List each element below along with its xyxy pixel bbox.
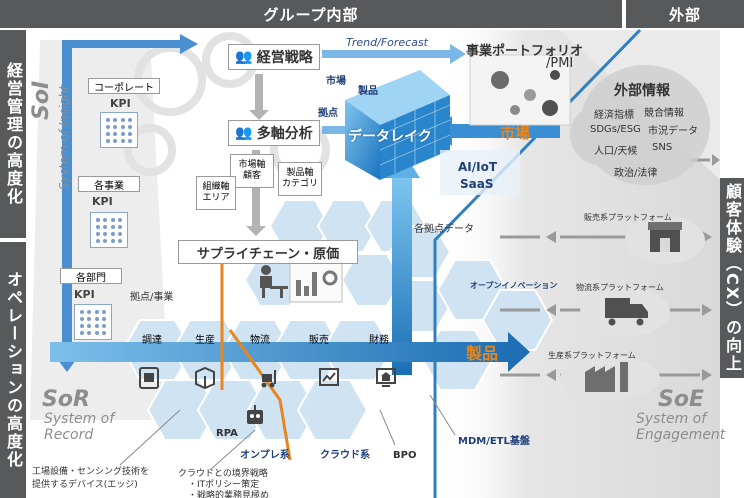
- label-cx: 顧客体験（CX）の向上: [720, 178, 744, 378]
- boundary-title: クラウドとの境界戦略: [178, 469, 268, 479]
- boundary-item2: ・戦略的業務見極め: [188, 491, 270, 498]
- kpi-label-business: KPI: [92, 195, 113, 208]
- orange-lines: [220, 262, 292, 461]
- ext-item-sns: SNS: [652, 142, 673, 153]
- people-icon: 👥: [235, 49, 253, 65]
- level-business: 各事業: [78, 176, 140, 192]
- factory-device-line2: 提供するデバイス(エッジ): [32, 480, 138, 490]
- soi-full: System of Insight: [57, 85, 71, 190]
- axis-market-label: 市場: [326, 76, 346, 87]
- mdm-etl-line: [433, 28, 642, 498]
- external-info-title: 外部情報: [614, 83, 670, 99]
- kpi-grid-business: [90, 212, 128, 248]
- market-arrow-label: 市場: [500, 124, 531, 142]
- trend-forecast-label: Trend/Forecast: [346, 36, 428, 49]
- header-external: 外部: [626, 0, 744, 28]
- ext-item-politics: 政治/法律: [614, 168, 658, 179]
- product-arrow-label: 製品: [466, 344, 499, 363]
- market-axis-card: 市場軸 顧客: [230, 154, 274, 188]
- process-procurement: 調達: [142, 334, 162, 346]
- boundary-item1: ・ITポリシー策定: [188, 480, 260, 490]
- sor-full-line1: System of: [44, 411, 115, 427]
- open-innovation-label: オープンイノベーション: [470, 281, 558, 290]
- kpi-grid-corporate: [100, 112, 138, 148]
- sor-abbr: SoR: [42, 387, 90, 412]
- product-axis-card: 製品軸 カテゴリ: [278, 162, 322, 196]
- dashboard-image: [289, 261, 343, 303]
- kpi-grid-department: [74, 304, 112, 340]
- axis-product-label: 製品: [358, 86, 378, 97]
- portfolio-line2: /PMI: [546, 56, 574, 71]
- ext-item-competitor: 競合情報: [644, 108, 684, 119]
- truck-illustration: [580, 287, 670, 337]
- platform-production: 生産系プラットフォーム: [548, 351, 636, 360]
- management-strategy-box: 👥 経営戦略: [228, 44, 320, 70]
- base-business-label: 拠点/事業: [130, 292, 174, 303]
- axis-base-label: 拠点: [318, 108, 338, 119]
- store-illustration: [625, 216, 705, 264]
- external-info-cloud: [570, 65, 710, 185]
- process-finance: 財務: [369, 334, 389, 346]
- saas-label: SaaS: [460, 177, 494, 191]
- level-department: 各部門: [60, 268, 122, 284]
- sales-chart-icon: [319, 368, 339, 386]
- label-operation: オペレーションの高度化: [0, 242, 26, 498]
- portfolio-line1: 事業ポートフォリオ: [466, 44, 584, 59]
- supply-chain-box: サプライチェーン・原価: [178, 240, 358, 264]
- ext-item-economy: 経済指標: [594, 110, 634, 121]
- left-flow-arrows: [58, 34, 198, 372]
- kpi-label-corporate: KPI: [110, 97, 131, 110]
- level-corporate: コーポレート: [88, 78, 160, 94]
- base-data-label: 各拠点データ: [414, 224, 474, 235]
- ext-item-market-data: 市況データ: [648, 126, 698, 137]
- ext-item-sdgs: SDGs/ESG: [590, 124, 641, 135]
- factory-device-line1: 工場設備・センシング技術を: [32, 467, 150, 477]
- factory-illustration: [560, 356, 660, 400]
- soi-abbr: SoI: [29, 80, 54, 120]
- connector-lines: [119, 394, 456, 471]
- soe-full-line1: System of: [636, 411, 707, 427]
- bpo-label: BPO: [393, 450, 417, 461]
- multi-axis-box: 👥 多軸分析: [228, 120, 320, 146]
- product-arrow: [50, 332, 530, 372]
- soe-full-line2: Engagement: [636, 427, 726, 443]
- sor-full-line2: Record: [44, 427, 94, 443]
- data-cube: [345, 70, 451, 180]
- tablet-icon: [139, 367, 159, 389]
- org-axis-card: 組織軸 エリア: [196, 176, 236, 210]
- platform-sales: 販売系プラットフォーム: [584, 213, 672, 222]
- cloud-label: クラウド系: [320, 450, 370, 461]
- finance-monitor-icon: [376, 368, 396, 387]
- kpi-label-department: KPI: [74, 288, 95, 301]
- process-production: 生産: [195, 334, 215, 346]
- process-sales: 販売: [309, 334, 329, 346]
- worker-desk-icon: [260, 265, 288, 298]
- soe-abbr: SoE: [658, 387, 704, 412]
- ai-iot-label: AI/IoT: [458, 160, 498, 174]
- label-management: 経営管理の高度化: [0, 30, 26, 238]
- robot-icon: [247, 405, 263, 424]
- portfolio-chart: [469, 54, 571, 126]
- data-lake-label: データレイク: [348, 129, 432, 145]
- box-icon: [195, 366, 215, 390]
- ext-item-population: 人口/天候: [594, 146, 638, 157]
- rpa-label: RPA: [216, 428, 238, 439]
- platform-logistics: 物流系プラットフォーム: [576, 283, 664, 292]
- forklift-icon: [261, 370, 276, 388]
- people-icon: 👥: [235, 125, 253, 141]
- process-logistics: 物流: [250, 334, 270, 346]
- header-internal: グループ内部: [0, 0, 622, 28]
- mdm-etl-label: MDM/ETL基盤: [458, 436, 530, 447]
- onprem-label: オンプレ系: [240, 450, 290, 461]
- strategy-arrows: [246, 44, 466, 236]
